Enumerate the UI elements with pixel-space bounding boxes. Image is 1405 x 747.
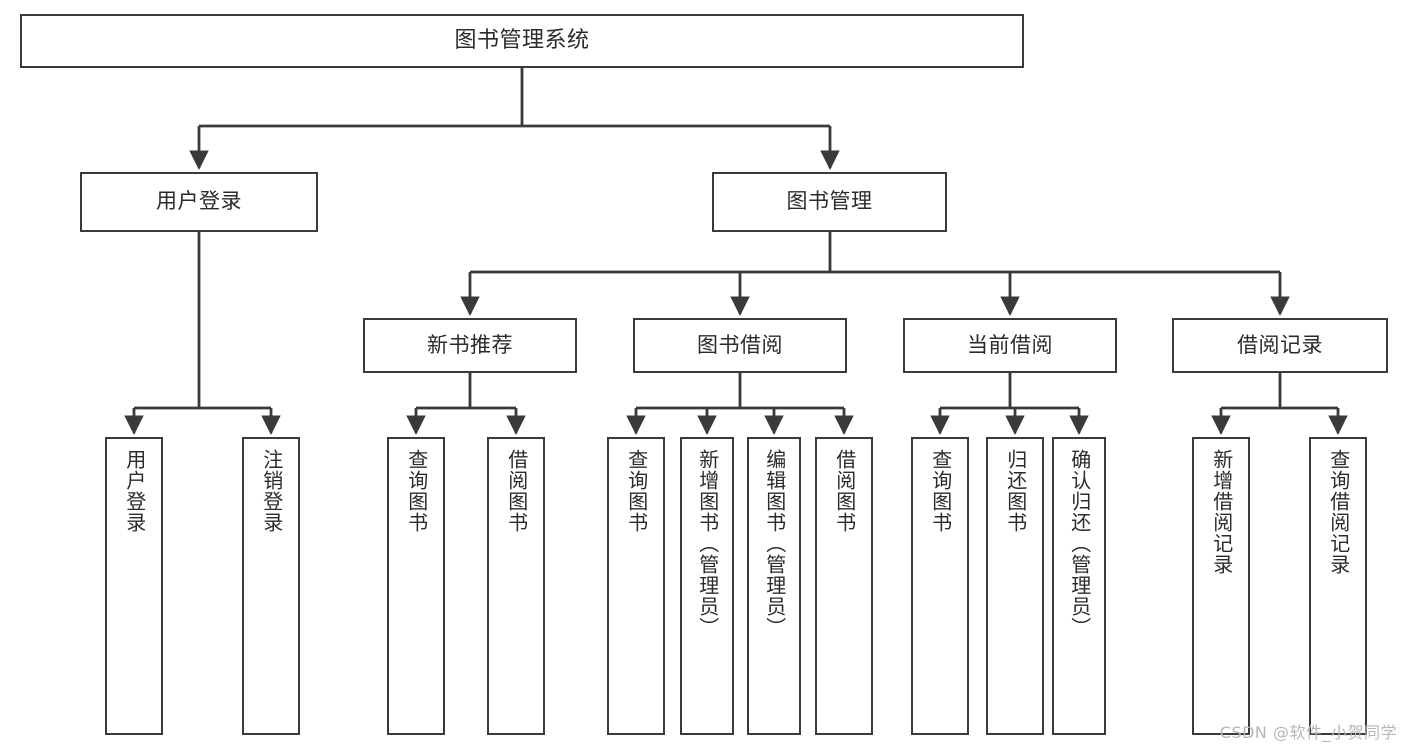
leaf-label: 用户登录 (122, 449, 147, 533)
node-leaf-query-book-2[interactable]: 查询图书 (607, 437, 665, 735)
leaf-label: 新增图书（管理员） (695, 449, 720, 638)
csdn-watermark: CSDN @软件_小贺同学 (1219, 723, 1397, 742)
node-new-book-recommend[interactable]: 新书推荐 (363, 318, 577, 373)
node-book-manage[interactable]: 图书管理 (712, 172, 947, 232)
node-leaf-user-login[interactable]: 用户登录 (105, 437, 163, 735)
node-leaf-query-book-3[interactable]: 查询图书 (911, 437, 969, 735)
node-book-borrow[interactable]: 图书借阅 (633, 318, 847, 373)
node-current-borrow[interactable]: 当前借阅 (903, 318, 1117, 373)
leaf-label: 查询图书 (928, 449, 953, 533)
leaf-label: 查询借阅记录 (1326, 449, 1351, 575)
leaf-label: 确认归还（管理员） (1067, 449, 1092, 638)
node-leaf-confirm-return[interactable]: 确认归还（管理员） (1052, 437, 1106, 735)
leaf-label: 注销登录 (259, 449, 284, 533)
node-leaf-edit-book-admin[interactable]: 编辑图书（管理员） (747, 437, 801, 735)
node-leaf-query-book-1[interactable]: 查询图书 (387, 437, 445, 735)
leaf-label: 归还图书 (1003, 449, 1028, 533)
node-root[interactable]: 图书管理系统 (20, 14, 1024, 68)
node-leaf-borrow-book-2[interactable]: 借阅图书 (815, 437, 873, 735)
leaf-label: 新增借阅记录 (1209, 449, 1234, 575)
leaf-label: 查询图书 (404, 449, 429, 533)
node-leaf-query-borrow-record[interactable]: 查询借阅记录 (1309, 437, 1367, 735)
node-leaf-add-borrow-record[interactable]: 新增借阅记录 (1192, 437, 1250, 735)
leaf-label: 查询图书 (624, 449, 649, 533)
node-leaf-borrow-book-1[interactable]: 借阅图书 (487, 437, 545, 735)
leaf-label: 编辑图书（管理员） (762, 449, 787, 638)
node-leaf-logout-login[interactable]: 注销登录 (242, 437, 300, 735)
node-leaf-return-book[interactable]: 归还图书 (986, 437, 1044, 735)
node-leaf-add-book-admin[interactable]: 新增图书（管理员） (680, 437, 734, 735)
leaf-label: 借阅图书 (504, 449, 529, 533)
node-borrow-record[interactable]: 借阅记录 (1172, 318, 1388, 373)
leaf-label: 借阅图书 (832, 449, 857, 533)
node-user-login[interactable]: 用户登录 (80, 172, 318, 232)
